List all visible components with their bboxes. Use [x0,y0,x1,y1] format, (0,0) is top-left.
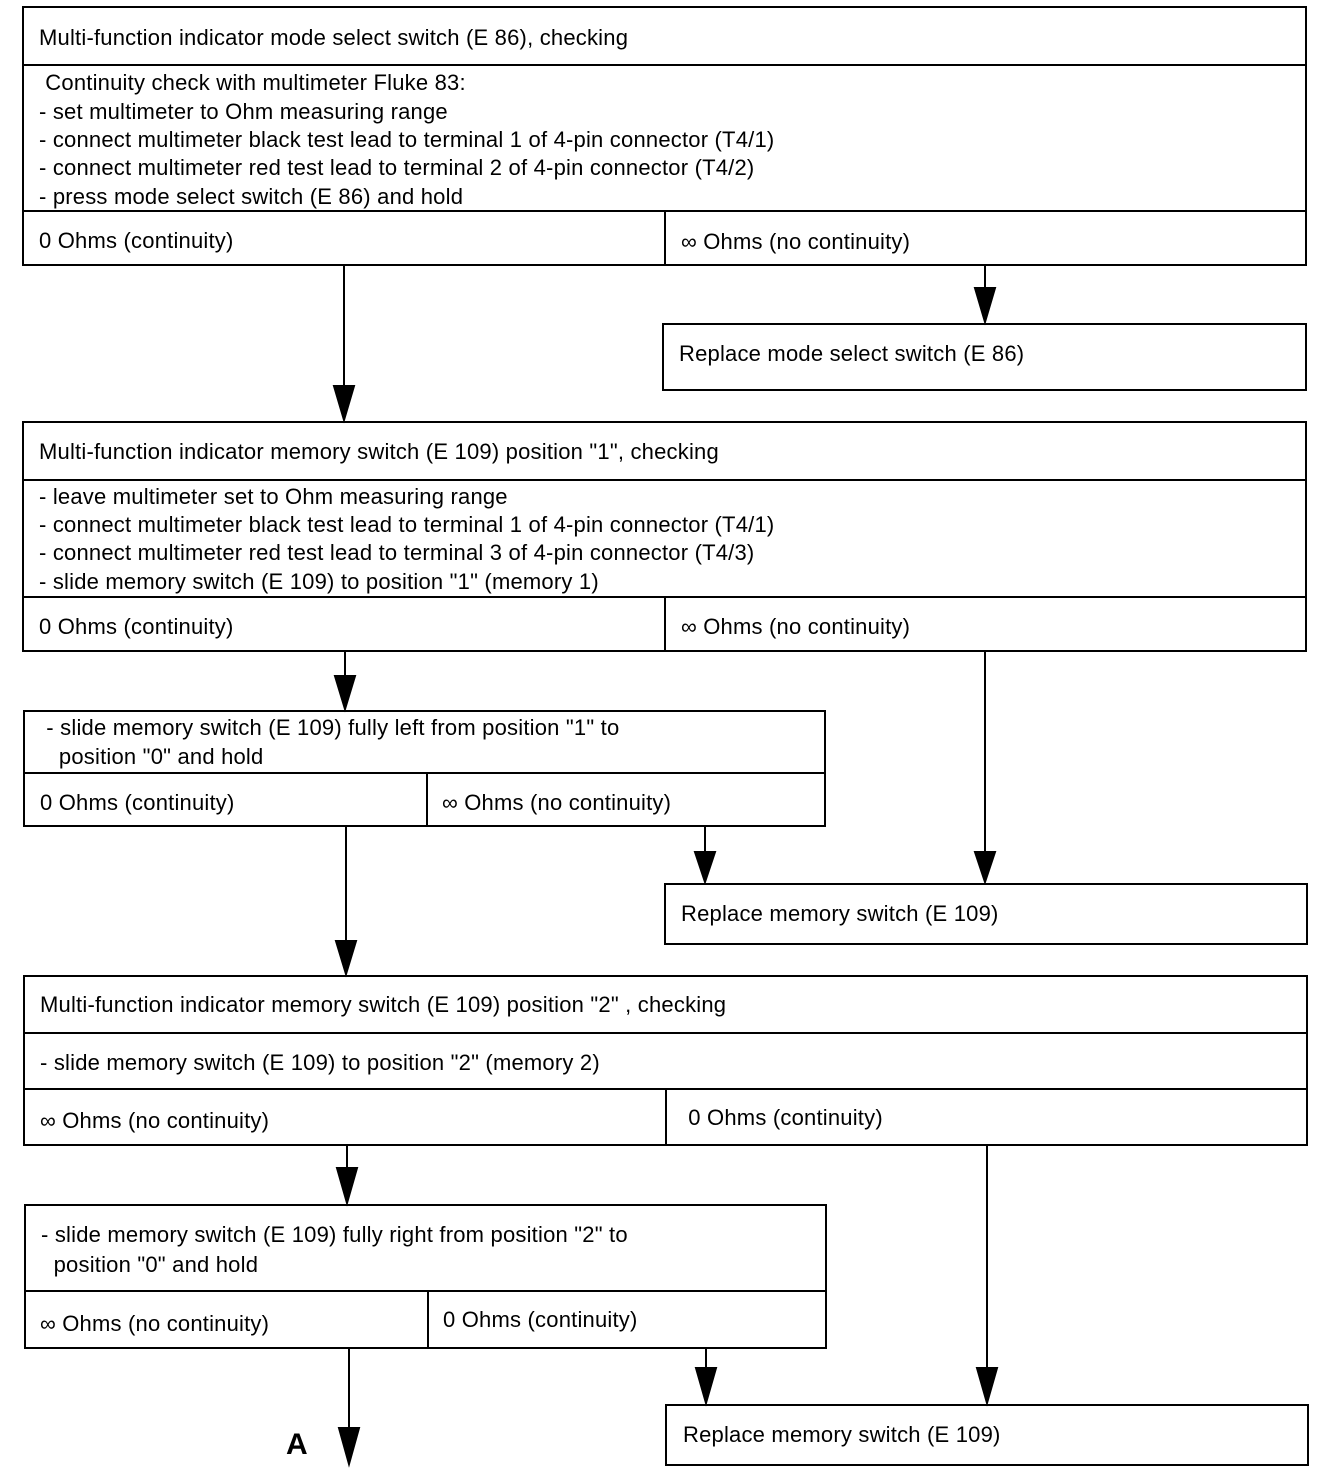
steps-row: Continuity check with multimeter Fluke 8… [24,64,1305,210]
step-line: - connect multimeter red test lead to te… [39,155,755,180]
memory-position-2-check-block: Multi-function indicator memory switch (… [23,975,1308,1146]
results-row: 0 Ohms (continuity) ∞ Ohms (no continuit… [24,210,1305,264]
arrowhead-down [973,287,997,326]
block-title-row: Multi-function indicator memory switch (… [25,977,1306,1032]
step-line: - slide memory switch (E 109) to positio… [39,569,599,594]
mode-select-check-block: Multi-function indicator mode select swi… [22,6,1307,266]
arrowhead-down [333,675,357,713]
replace-label: Replace mode select switch (E 86) [679,341,1025,366]
result-no-continuity: ∞ Ohms (no continuity) [664,212,1305,264]
replace-memory-switch-box-2: Replace memory switch (E 109) [665,1404,1309,1466]
step-line: - connect multimeter black test lead to … [39,127,775,152]
result-label: 0 Ohms (continuity) [682,1105,883,1130]
result-label: ∞ Ohms (no continuity) [40,1311,270,1336]
result-continuity: 0 Ohms (continuity) [24,212,664,264]
step-line: - slide memory switch (E 109) to positio… [40,1050,600,1075]
arrowhead-down [337,1427,361,1468]
result-label: 0 Ohms (continuity) [40,790,235,815]
result-label: 0 Ohms (continuity) [443,1307,638,1332]
block-title: Multi-function indicator memory switch (… [39,439,719,464]
arrowhead-down [335,1167,359,1207]
steps-row: - slide memory switch (E 109) fully righ… [26,1206,825,1290]
step-line: position "0" and hold [40,744,264,769]
result-no-continuity: ∞ Ohms (no continuity) [25,1090,665,1144]
result-label: ∞ Ohms (no continuity) [442,790,672,815]
results-row: 0 Ohms (continuity) ∞ Ohms (no continuit… [24,596,1305,650]
result-label: 0 Ohms (continuity) [39,614,234,639]
steps-row: - leave multimeter set to Ohm measuring … [24,479,1305,596]
block-title-row: Multi-function indicator mode select swi… [24,8,1305,64]
results-row: ∞ Ohms (no continuity) 0 Ohms (continuit… [25,1088,1306,1144]
replace-mode-select-switch-box: Replace mode select switch (E 86) [662,323,1307,391]
step-line: - connect multimeter red test lead to te… [39,540,755,565]
step-line: - connect multimeter black test lead to … [39,512,775,537]
connector-label-a: A [286,1428,308,1461]
result-no-continuity: ∞ Ohms (no continuity) [426,774,824,825]
result-label: 0 Ohms (continuity) [39,228,234,253]
arrowhead-down [332,385,356,424]
arrowhead-down [973,851,997,886]
result-no-continuity: ∞ Ohms (no continuity) [26,1292,427,1347]
result-label: ∞ Ohms (no continuity) [681,229,911,254]
result-no-continuity: ∞ Ohms (no continuity) [664,598,1305,650]
memory-left-to-0-check-block: - slide memory switch (E 109) fully left… [23,710,826,827]
steps-row: - slide memory switch (E 109) fully left… [25,712,824,772]
arrowhead-down [694,1367,718,1407]
step-line: position "0" and hold [41,1252,259,1277]
result-continuity: 0 Ohms (continuity) [665,1090,1306,1144]
result-label: ∞ Ohms (no continuity) [681,614,911,639]
step-line: - leave multimeter set to Ohm measuring … [39,484,508,509]
memory-position-1-check-block: Multi-function indicator memory switch (… [22,421,1307,652]
replace-memory-switch-box: Replace memory switch (E 109) [664,883,1308,945]
result-continuity: 0 Ohms (continuity) [25,774,426,825]
step-line: - press mode select switch (E 86) and ho… [39,184,464,209]
result-continuity: 0 Ohms (continuity) [24,598,664,650]
result-continuity: 0 Ohms (continuity) [427,1292,825,1347]
replace-label: Replace memory switch (E 109) [683,1422,1001,1447]
block-title-row: Multi-function indicator memory switch (… [24,423,1305,479]
arrowhead-down [693,851,717,886]
results-row: 0 Ohms (continuity) ∞ Ohms (no continuit… [25,772,824,825]
result-label: ∞ Ohms (no continuity) [40,1108,270,1133]
step-line: - slide memory switch (E 109) fully righ… [41,1222,628,1247]
block-title: Multi-function indicator mode select swi… [39,25,629,50]
block-title: Multi-function indicator memory switch (… [40,992,727,1017]
memory-right-to-0-check-block: - slide memory switch (E 109) fully righ… [24,1204,827,1349]
arrowhead-down [975,1367,999,1407]
replace-label: Replace memory switch (E 109) [681,901,999,926]
step-line: - set multimeter to Ohm measuring range [39,99,448,124]
step-line: - slide memory switch (E 109) fully left… [40,715,620,740]
arrowhead-down [334,940,358,978]
results-row: ∞ Ohms (no continuity) 0 Ohms (continuit… [26,1290,825,1347]
step-line: Continuity check with multimeter Fluke 8… [39,70,466,95]
steps-row: - slide memory switch (E 109) to positio… [25,1032,1306,1088]
